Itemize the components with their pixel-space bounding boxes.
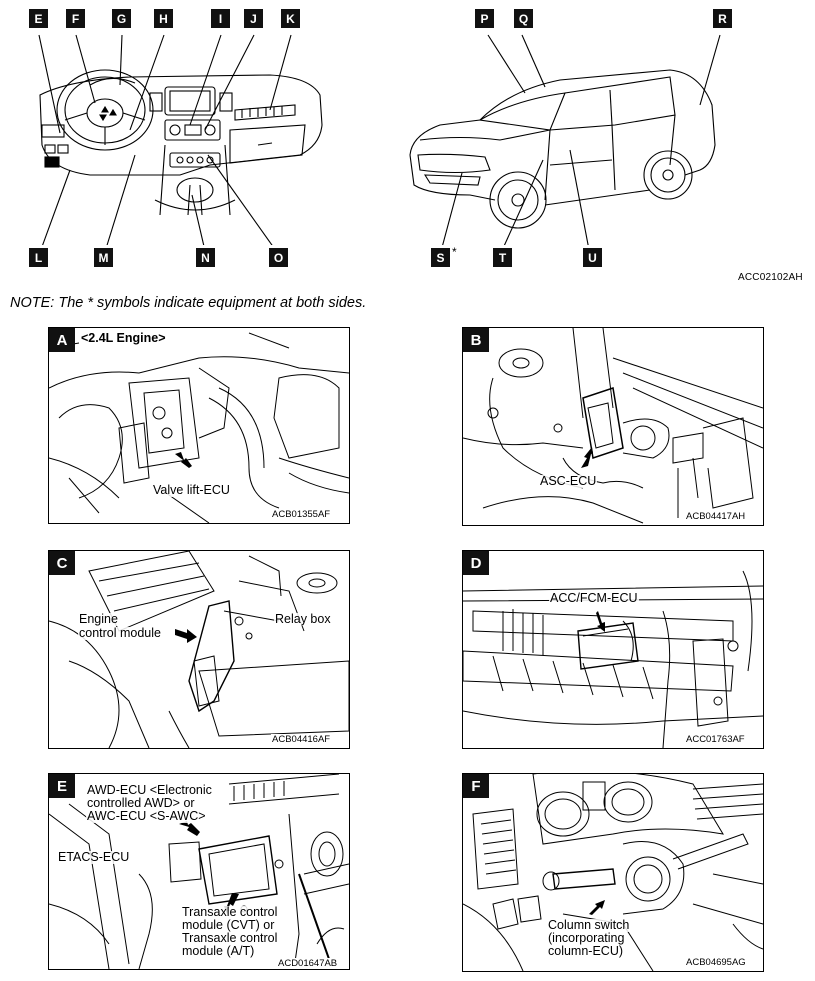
- panel-d-code: ACC01763AF: [685, 734, 746, 745]
- callout-tag-j: J: [244, 9, 263, 28]
- etacs-ecu-label: ETACS-ECU: [57, 850, 131, 864]
- transaxle-control-module-label-line1: Transaxle control: [181, 905, 279, 919]
- transaxle-control-module-label-line3: Transaxle control: [181, 931, 279, 945]
- panel-f-column-switch: F Column switch (incorporating column-EC…: [462, 773, 764, 972]
- callout-tag-l: L: [29, 248, 48, 267]
- panel-c-code: ACB04416AF: [271, 734, 332, 745]
- callout-tag-o: O: [269, 248, 288, 267]
- column-switch-label-line1: Column switch: [547, 918, 631, 932]
- panel-e-code: ACD01647AB: [277, 958, 339, 969]
- panel-c-tag: C: [49, 551, 75, 575]
- panel-b-code: ACB04417AH: [685, 511, 747, 522]
- callout-tag-m: M: [94, 248, 113, 267]
- front-bumper-area-illustration: [463, 570, 763, 748]
- engine-compartment-illustration: [49, 551, 349, 748]
- under-dash-modules-illustration: [49, 774, 349, 969]
- column-switch-label-line2: (incorporating: [547, 931, 626, 945]
- engine-control-module-label-line2: control module: [78, 626, 162, 640]
- engine-bay-illustration: [49, 332, 349, 523]
- callout-tag-n: N: [196, 248, 215, 267]
- panel-e-awd-etacs-transaxle: E AWD-ECU <Electronic controlled AWD> or…: [48, 773, 350, 970]
- callout-tag-p: P: [475, 9, 494, 28]
- relay-box-label: Relay box: [274, 612, 332, 626]
- panel-a-tag: A: [49, 328, 75, 352]
- panel-c-engine-control-module: C Engine control module Relay box ACB044…: [48, 550, 350, 749]
- panel-e-tag: E: [49, 774, 75, 798]
- callout-tag-u: U: [583, 248, 602, 267]
- panel-d-acc-fcm-ecu: D ACC/FCM-ECU ACC01763AF: [462, 550, 764, 749]
- awd-ecu-label-line2: controlled AWD> or: [86, 796, 196, 810]
- callout-tag-e: E: [29, 9, 48, 28]
- awd-ecu-label-line3: AWC-ECU <S-AWC>: [86, 809, 207, 823]
- valve-lift-ecu-label: Valve lift-ECU: [152, 483, 231, 497]
- callout-tag-k: K: [281, 9, 300, 28]
- column-switch-label-line3: column-ECU): [547, 944, 625, 958]
- both-sides-star: *: [452, 245, 457, 259]
- panel-a-code: ACB01355AF: [271, 509, 332, 520]
- callout-tag-t: T: [493, 248, 512, 267]
- callout-tag-r: R: [713, 9, 732, 28]
- engine-variant-label: <2.4L Engine>: [79, 330, 168, 346]
- brake-hydraulic-unit-illustration: [463, 328, 763, 524]
- callout-tag-q: Q: [514, 9, 533, 28]
- acc-fcm-ecu-label: ACC/FCM-ECU: [549, 591, 639, 605]
- panel-f-code: ACB04695AG: [685, 957, 747, 968]
- steering-column-illustration: [463, 774, 763, 971]
- engine-control-module-label-line1: Engine: [78, 612, 119, 626]
- asc-ecu-label: ASC-ECU: [539, 474, 598, 488]
- panel-a-valve-lift-ecu: A <2.4L Engine> Valve lift-ECU ACB01355A…: [48, 327, 350, 524]
- overview-figure-code: ACC02102AH: [738, 272, 803, 283]
- panel-b-asc-ecu: B ASC-ECU ACB04417AH: [462, 327, 764, 526]
- callout-tag-h: H: [154, 9, 173, 28]
- awd-ecu-label-line1: AWD-ECU <Electronic: [86, 783, 213, 797]
- transaxle-control-module-label-line2: module (CVT) or: [181, 918, 276, 932]
- dashboard-illustration: [38, 34, 323, 245]
- panel-b-tag: B: [463, 328, 489, 352]
- callout-tag-s: S: [431, 248, 450, 267]
- callout-tag-i: I: [211, 9, 230, 28]
- vehicle-exterior-illustration: [409, 34, 721, 245]
- panel-f-tag: F: [463, 774, 489, 798]
- panel-d-tag: D: [463, 551, 489, 575]
- both-sides-note: NOTE: The * symbols indicate equipment a…: [10, 295, 367, 311]
- callout-tag-g: G: [112, 9, 131, 28]
- transaxle-control-module-label-line4: module (A/T): [181, 944, 256, 958]
- callout-tag-f: F: [66, 9, 85, 28]
